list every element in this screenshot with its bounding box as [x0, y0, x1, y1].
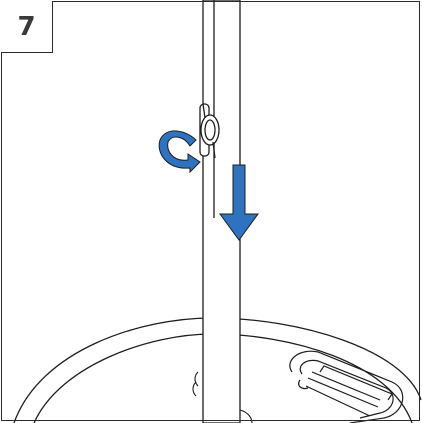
step-badge: 7 — [1, 1, 53, 53]
step-number: 7 — [17, 11, 36, 42]
rotate-arrow-icon — [158, 130, 201, 174]
clamp-knob — [199, 103, 220, 159]
base-slot — [289, 350, 404, 423]
down-arrow-icon — [219, 164, 259, 241]
